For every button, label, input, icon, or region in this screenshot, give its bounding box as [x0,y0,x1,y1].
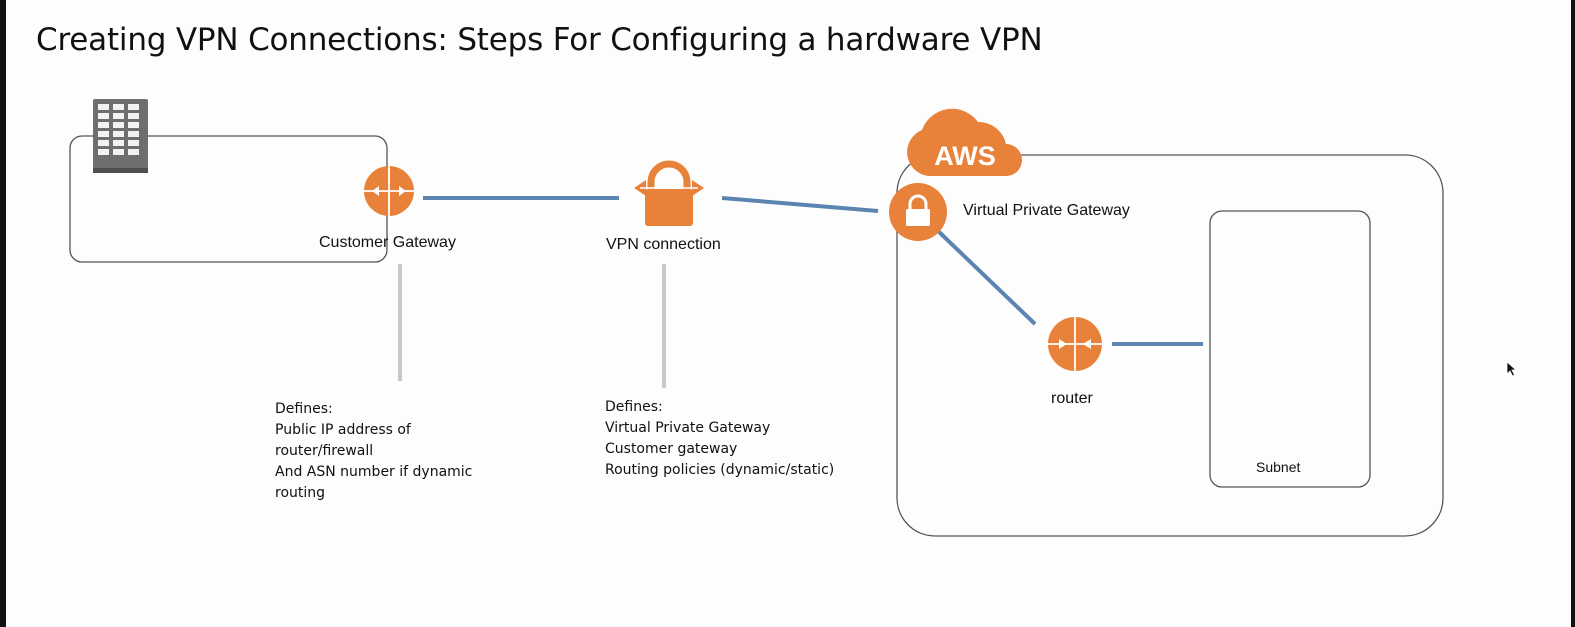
vpn-note-line: Routing policies (dynamic/static) [605,462,835,478]
aws-badge-text: AWS [934,141,996,171]
cgw-note-line: And ASN number if dynamic [275,464,473,480]
customer-gateway-label: Customer Gateway [319,234,456,251]
cgw-note-line: Defines: [275,401,333,417]
corporate-building-icon [93,99,148,173]
link-vpn-vgw [721,196,879,213]
vpn-connection-label: VPN connection [606,236,721,253]
vpn-note-line: Virtual Private Gateway [605,420,771,436]
vpc-router-icon [1048,317,1102,371]
vpn-note-line: Defines: [605,399,663,415]
aws-cloud-icon: AWS [907,108,1022,176]
vpn-connection-icon [634,160,704,226]
slide-title: Creating VPN Connections: Steps For Conf… [36,22,1043,58]
virtual-private-gateway-label: Virtual Private Gateway [963,202,1130,219]
vpn-note-line: Customer gateway [605,441,738,457]
subnet-box [1209,210,1371,488]
link-vgw-router [935,228,1037,326]
customer-gateway-notes: Defines: Public IP address of router/fir… [275,399,472,504]
cgw-note-line: routing [275,485,326,501]
virtual-private-gateway-icon [889,183,947,241]
cgw-note-line: Public IP address of [275,422,411,438]
mouse-cursor-icon [1506,361,1518,377]
aws-vpc-box [896,154,1444,537]
cgw-note-line: router/firewall [275,443,374,459]
customer-gateway-icon [364,166,414,216]
router-label: router [1051,390,1093,407]
left-edge-bar [0,0,6,627]
subnet-label: Subnet [1256,459,1301,475]
vpn-connection-notes: Defines: Virtual Private Gateway Custome… [605,397,834,481]
right-edge-bar [1571,0,1575,627]
